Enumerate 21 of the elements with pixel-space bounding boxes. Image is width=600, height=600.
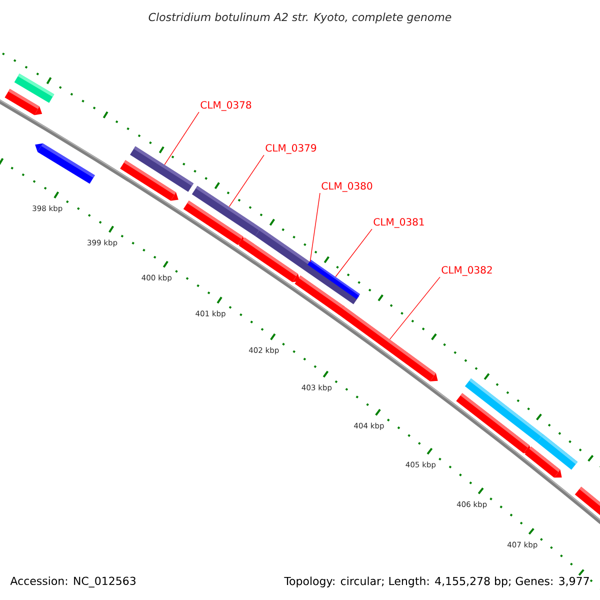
gene-label: CLM_0379 <box>266 144 316 154</box>
leader-line <box>310 192 320 262</box>
leader-line <box>389 276 440 340</box>
gene-block <box>35 143 95 184</box>
gene-label: CLM_0381 <box>374 218 424 228</box>
accession-text: Accession: NC_012563 <box>10 576 136 588</box>
leader-line <box>335 228 372 278</box>
gene-label: CLM_0380 <box>322 182 372 192</box>
gene-label: CLM_0378 <box>200 101 252 111</box>
genome-summary-text: Topology: circular; Length: 4,155,278 bp; Genes: 3,977 <box>284 576 589 588</box>
gene-bar <box>192 186 261 236</box>
title: Clostridium botulinum A2 str. Kyoto, complete genome <box>148 12 452 24</box>
gene-bar <box>464 378 544 442</box>
gene-label: CLM_0382 <box>442 266 492 276</box>
gene-block <box>338 306 438 382</box>
leader-line <box>164 112 200 166</box>
leader-line <box>228 154 264 208</box>
gene-block <box>574 486 600 516</box>
gene-bar <box>14 74 54 103</box>
gene-bar <box>130 146 194 192</box>
gene-bar <box>537 434 578 470</box>
